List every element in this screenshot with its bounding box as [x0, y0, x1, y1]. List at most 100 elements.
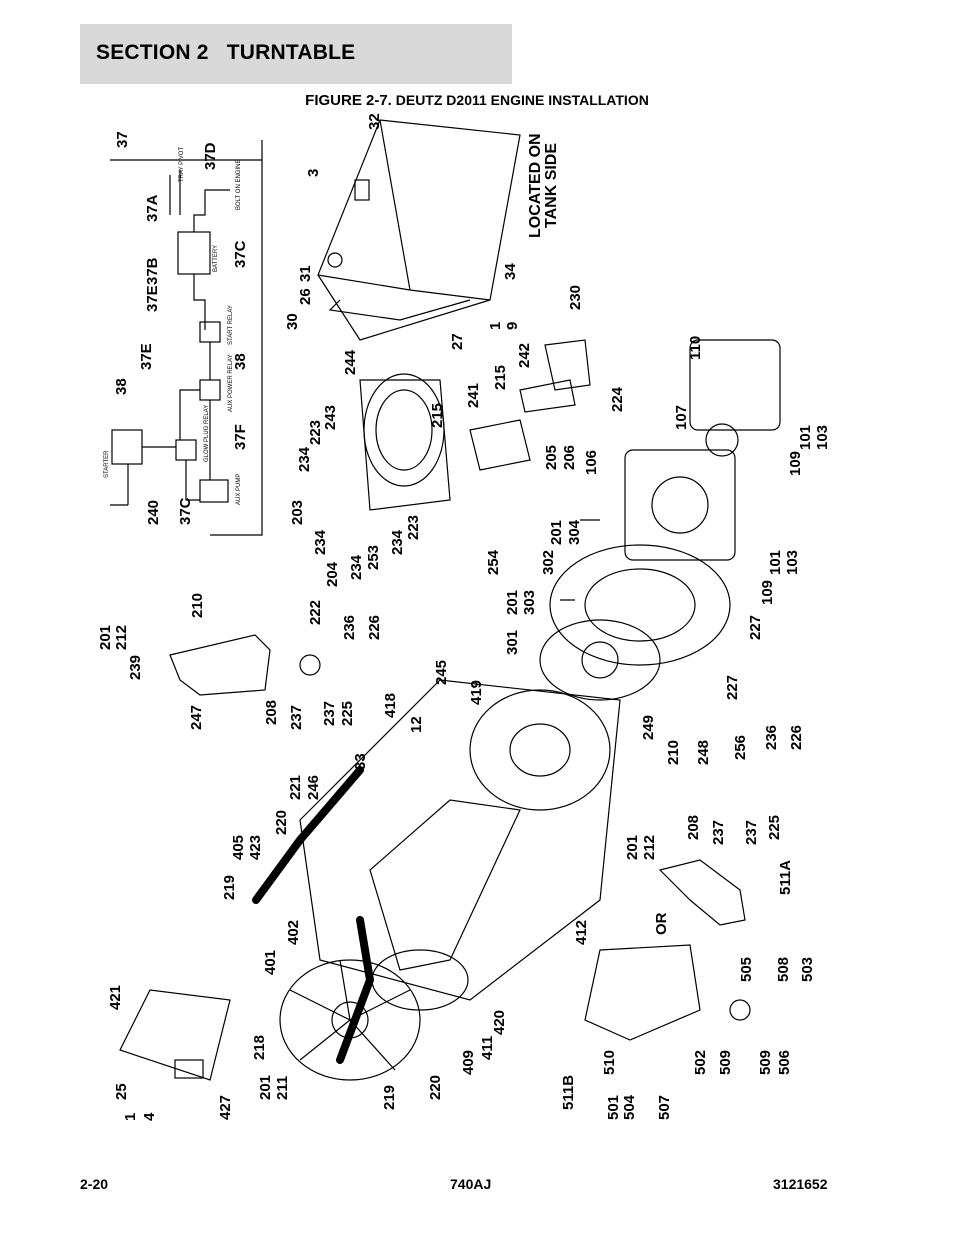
- callout-106: 106: [583, 450, 600, 475]
- callout-421: 421: [107, 985, 124, 1010]
- callout-234: 234: [348, 554, 365, 580]
- battery-label: BATTERY: [213, 245, 219, 272]
- callout-103: 103: [784, 550, 801, 575]
- bolt-on-engine-label: BOLT ON ENGINE: [236, 160, 242, 210]
- callout-210: 210: [665, 740, 682, 765]
- callout-501: 501: [605, 1095, 622, 1120]
- callout-12: 12: [408, 716, 425, 733]
- callout-31: 31: [297, 265, 314, 282]
- callout-243: 243: [322, 405, 339, 430]
- callout-302: 302: [540, 550, 557, 575]
- aux-pump-label: AUX PUMP: [236, 474, 242, 505]
- line-art: [110, 119, 781, 1081]
- callout-208: 208: [685, 815, 702, 840]
- callout-109: 109: [759, 580, 776, 605]
- callout-30: 30: [284, 313, 301, 330]
- callout-27: 27: [449, 333, 466, 350]
- callout-1: 1: [122, 1113, 139, 1121]
- callout-234: 234: [296, 446, 313, 472]
- section-name: TURNTABLE: [226, 41, 356, 64]
- callout-33: 33: [352, 753, 369, 770]
- callout-246: 246: [305, 775, 322, 800]
- callout-226: 226: [366, 615, 383, 640]
- page-number: 2-20: [80, 1176, 109, 1192]
- callout-234: 234: [389, 529, 406, 555]
- callout-215: 215: [429, 403, 446, 428]
- callout-1: 1: [487, 322, 504, 330]
- callout-254: 254: [485, 549, 502, 575]
- callout-34: 34: [502, 263, 519, 280]
- callout-203: 203: [289, 500, 306, 525]
- callout-219: 219: [381, 1085, 398, 1110]
- callout-37d: 37D: [202, 142, 219, 170]
- callout-510: 510: [601, 1050, 618, 1075]
- callout-244: 244: [342, 349, 359, 375]
- callout-211: 211: [274, 1076, 291, 1100]
- tank-side-label: TANK SIDE: [543, 143, 560, 228]
- callout-208: 208: [263, 700, 280, 725]
- callout-418: 418: [382, 693, 399, 718]
- callout-237: 237: [710, 820, 727, 845]
- callout-201: 201: [504, 590, 521, 615]
- callout-37e: 37E: [144, 285, 161, 312]
- callout-or: OR: [653, 912, 670, 935]
- callout-212: 212: [113, 625, 130, 650]
- callout-32: 32: [366, 113, 383, 130]
- callout-225: 225: [339, 701, 356, 726]
- callout-427: 427: [217, 1095, 234, 1120]
- callout-227: 227: [747, 615, 764, 640]
- callout-506: 506: [776, 1050, 793, 1075]
- callout-221: 221: [287, 775, 304, 800]
- callout-110: 110: [687, 336, 704, 360]
- callout-37f: 37F: [232, 424, 249, 450]
- callout-504: 504: [621, 1094, 638, 1120]
- callout-222: 222: [307, 600, 324, 625]
- callout-107: 107: [673, 405, 690, 430]
- callout-411: 411: [479, 1036, 496, 1060]
- callout-38: 38: [232, 353, 249, 370]
- callout-507: 507: [656, 1095, 673, 1120]
- callout-249: 249: [640, 715, 657, 740]
- callout-205: 205: [543, 445, 560, 470]
- figure-caption: DEUTZ D2011 ENGINE INSTALLATION: [395, 92, 649, 108]
- callout-511a: 511A: [777, 860, 794, 895]
- glow-plug-relay-label: GLOW PLUG RELAY: [204, 405, 210, 462]
- callout-204: 204: [324, 561, 341, 587]
- callout-201: 201: [97, 625, 114, 650]
- callout-206: 206: [561, 445, 578, 470]
- callout-230: 230: [567, 285, 584, 310]
- callout-509: 509: [757, 1050, 774, 1075]
- callout-508: 508: [775, 957, 792, 982]
- callout-240: 240: [145, 500, 162, 525]
- callout-220: 220: [273, 810, 290, 835]
- callout-37b: 37B: [144, 257, 161, 285]
- callout-247: 247: [188, 705, 205, 730]
- callout-210: 210: [189, 593, 206, 618]
- callout-26: 26: [297, 288, 314, 305]
- model-number: 740AJ: [450, 1176, 492, 1192]
- callout-234: 234: [312, 529, 329, 555]
- callout-201: 201: [624, 835, 641, 860]
- callout-304: 304: [566, 519, 583, 545]
- callout-236: 236: [341, 615, 358, 640]
- section-number: SECTION 2: [96, 41, 209, 64]
- callout-103: 103: [814, 425, 831, 450]
- callout-253: 253: [365, 545, 382, 570]
- callout-405: 405: [230, 835, 247, 860]
- callout-236: 236: [763, 725, 780, 750]
- callout-219: 219: [221, 875, 238, 900]
- callout-402: 402: [285, 920, 302, 945]
- callout-242: 242: [516, 343, 533, 368]
- callout-223: 223: [405, 515, 422, 540]
- callout-505: 505: [738, 957, 755, 982]
- callout-239: 239: [127, 655, 144, 680]
- figure-title: FIGURE 2-7. DEUTZ D2011 ENGINE INSTALLAT…: [0, 92, 954, 109]
- callout-25: 25: [113, 1083, 130, 1100]
- callout-37e: 37E: [138, 343, 155, 370]
- callout-227: 227: [724, 675, 741, 700]
- callout-212: 212: [641, 835, 658, 860]
- callout-423: 423: [247, 835, 264, 860]
- callout-201: 201: [257, 1075, 274, 1100]
- start-relay-label: START RELAY: [228, 305, 234, 345]
